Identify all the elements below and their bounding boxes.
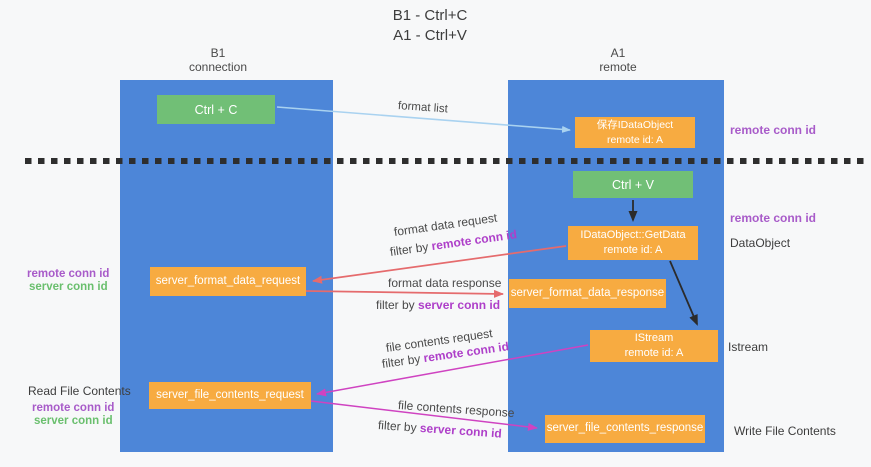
filter-prefix: filter by xyxy=(376,298,415,312)
label-left-server-conn-id-2: server conn id xyxy=(34,415,113,427)
dashed-separator xyxy=(25,158,869,164)
node-istream: IStream remote id: A xyxy=(590,330,718,362)
server-format-data-response-label: server_format_data_response xyxy=(510,286,665,299)
edge-filter-format-data-response: filter by server conn id xyxy=(376,298,500,312)
lane-a1-role: remote xyxy=(599,60,637,75)
getdata-line1: IDataObject::GetData xyxy=(580,229,686,242)
edge-label-format-list: format list xyxy=(397,100,449,116)
label-left-remote-conn-id-2: remote conn id xyxy=(32,402,115,414)
label-write-file-contents: Write File Contents xyxy=(734,424,836,438)
label-istream: Istream xyxy=(728,340,769,354)
istream-line1: IStream xyxy=(634,332,674,345)
istream-line2: remote id: A xyxy=(624,347,684,359)
arrow-format-data-response xyxy=(305,289,504,298)
server-file-contents-request-label: server_file_contents_request xyxy=(156,388,304,401)
lane-b1-name: B1 xyxy=(210,46,226,60)
save-dataobject-line1: 保存IDataObject xyxy=(596,119,674,132)
node-server-format-data-response: server_format_data_response xyxy=(509,279,666,308)
label-dataobject: DataObject xyxy=(730,236,791,250)
node-ctrl-v: Ctrl + V xyxy=(573,171,693,198)
edge-filter-file-contents-response: filter by server conn id xyxy=(378,418,503,441)
ctrl-v-label: Ctrl + V xyxy=(611,177,655,192)
label-left-server-conn-id-1: server conn id xyxy=(29,281,108,293)
label-remote-conn-id-top: remote conn id xyxy=(730,123,817,137)
filter-key: server conn id xyxy=(419,420,503,441)
filter-key: server conn id xyxy=(418,298,501,312)
label-remote-conn-id-mid: remote conn id xyxy=(730,211,817,225)
lane-header-b1: B1 connection xyxy=(160,46,276,75)
title-line-2: A1 - Ctrl+V xyxy=(393,26,467,44)
edge-label-format-data-response: format data response xyxy=(388,276,502,290)
getdata-line2: remote id: A xyxy=(603,244,663,256)
node-server-file-contents-response: server_file_contents_response xyxy=(545,415,705,443)
node-save-dataobject: 保存IDataObject remote id: A xyxy=(575,117,695,148)
node-ctrl-c: Ctrl + C xyxy=(157,95,275,124)
lane-a1-name: A1 xyxy=(610,46,626,60)
title-line-1: B1 - Ctrl+C xyxy=(392,7,468,24)
save-dataobject-line2: remote id: A xyxy=(606,133,664,146)
filter-prefix: filter by xyxy=(377,418,418,435)
node-idataobject-getdata: IDataObject::GetData remote id: A xyxy=(568,226,698,260)
label-read-file-contents: Read File Contents xyxy=(28,384,131,398)
lane-b1-role: connection xyxy=(188,60,248,75)
server-file-contents-response-label: server_file_contents_response xyxy=(546,422,704,435)
filter-prefix: filter by xyxy=(389,239,430,259)
diagram-title: B1 - Ctrl+C A1 - Ctrl+V xyxy=(280,6,580,45)
node-server-file-contents-request: server_file_contents_request xyxy=(149,382,311,409)
edge-label-file-contents-response: file contents response xyxy=(397,398,515,421)
server-format-data-request-label: server_format_data_request xyxy=(155,274,301,287)
node-server-format-data-request: server_format_data_request xyxy=(150,267,306,296)
ctrl-c-label: Ctrl + C xyxy=(194,102,238,117)
label-left-remote-conn-id-1: remote conn id xyxy=(27,268,110,280)
lane-header-a1: A1 remote xyxy=(560,46,676,75)
